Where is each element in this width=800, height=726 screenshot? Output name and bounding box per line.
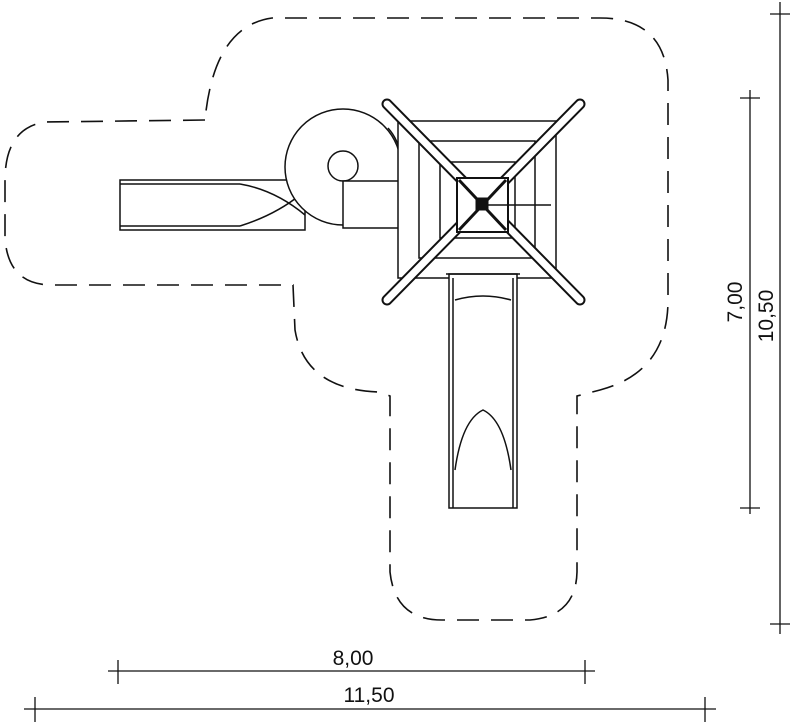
dimension-label-8-00: 8,00 (333, 647, 374, 670)
safety-zone-outline (4, 17, 669, 621)
left-slide (119, 179, 306, 231)
dimension-width-inner (108, 660, 595, 684)
dimension-height-inner (740, 90, 760, 514)
dimension-width-outer (24, 697, 716, 722)
dimension-label-11-50: 11,50 (344, 684, 395, 707)
tower-roof (456, 177, 551, 233)
dimension-label-7-00: 7,00 (724, 282, 747, 323)
dimension-label-10-50: 10,50 (755, 290, 778, 343)
front-slide (446, 273, 520, 509)
dimension-height-outer (770, 2, 790, 634)
